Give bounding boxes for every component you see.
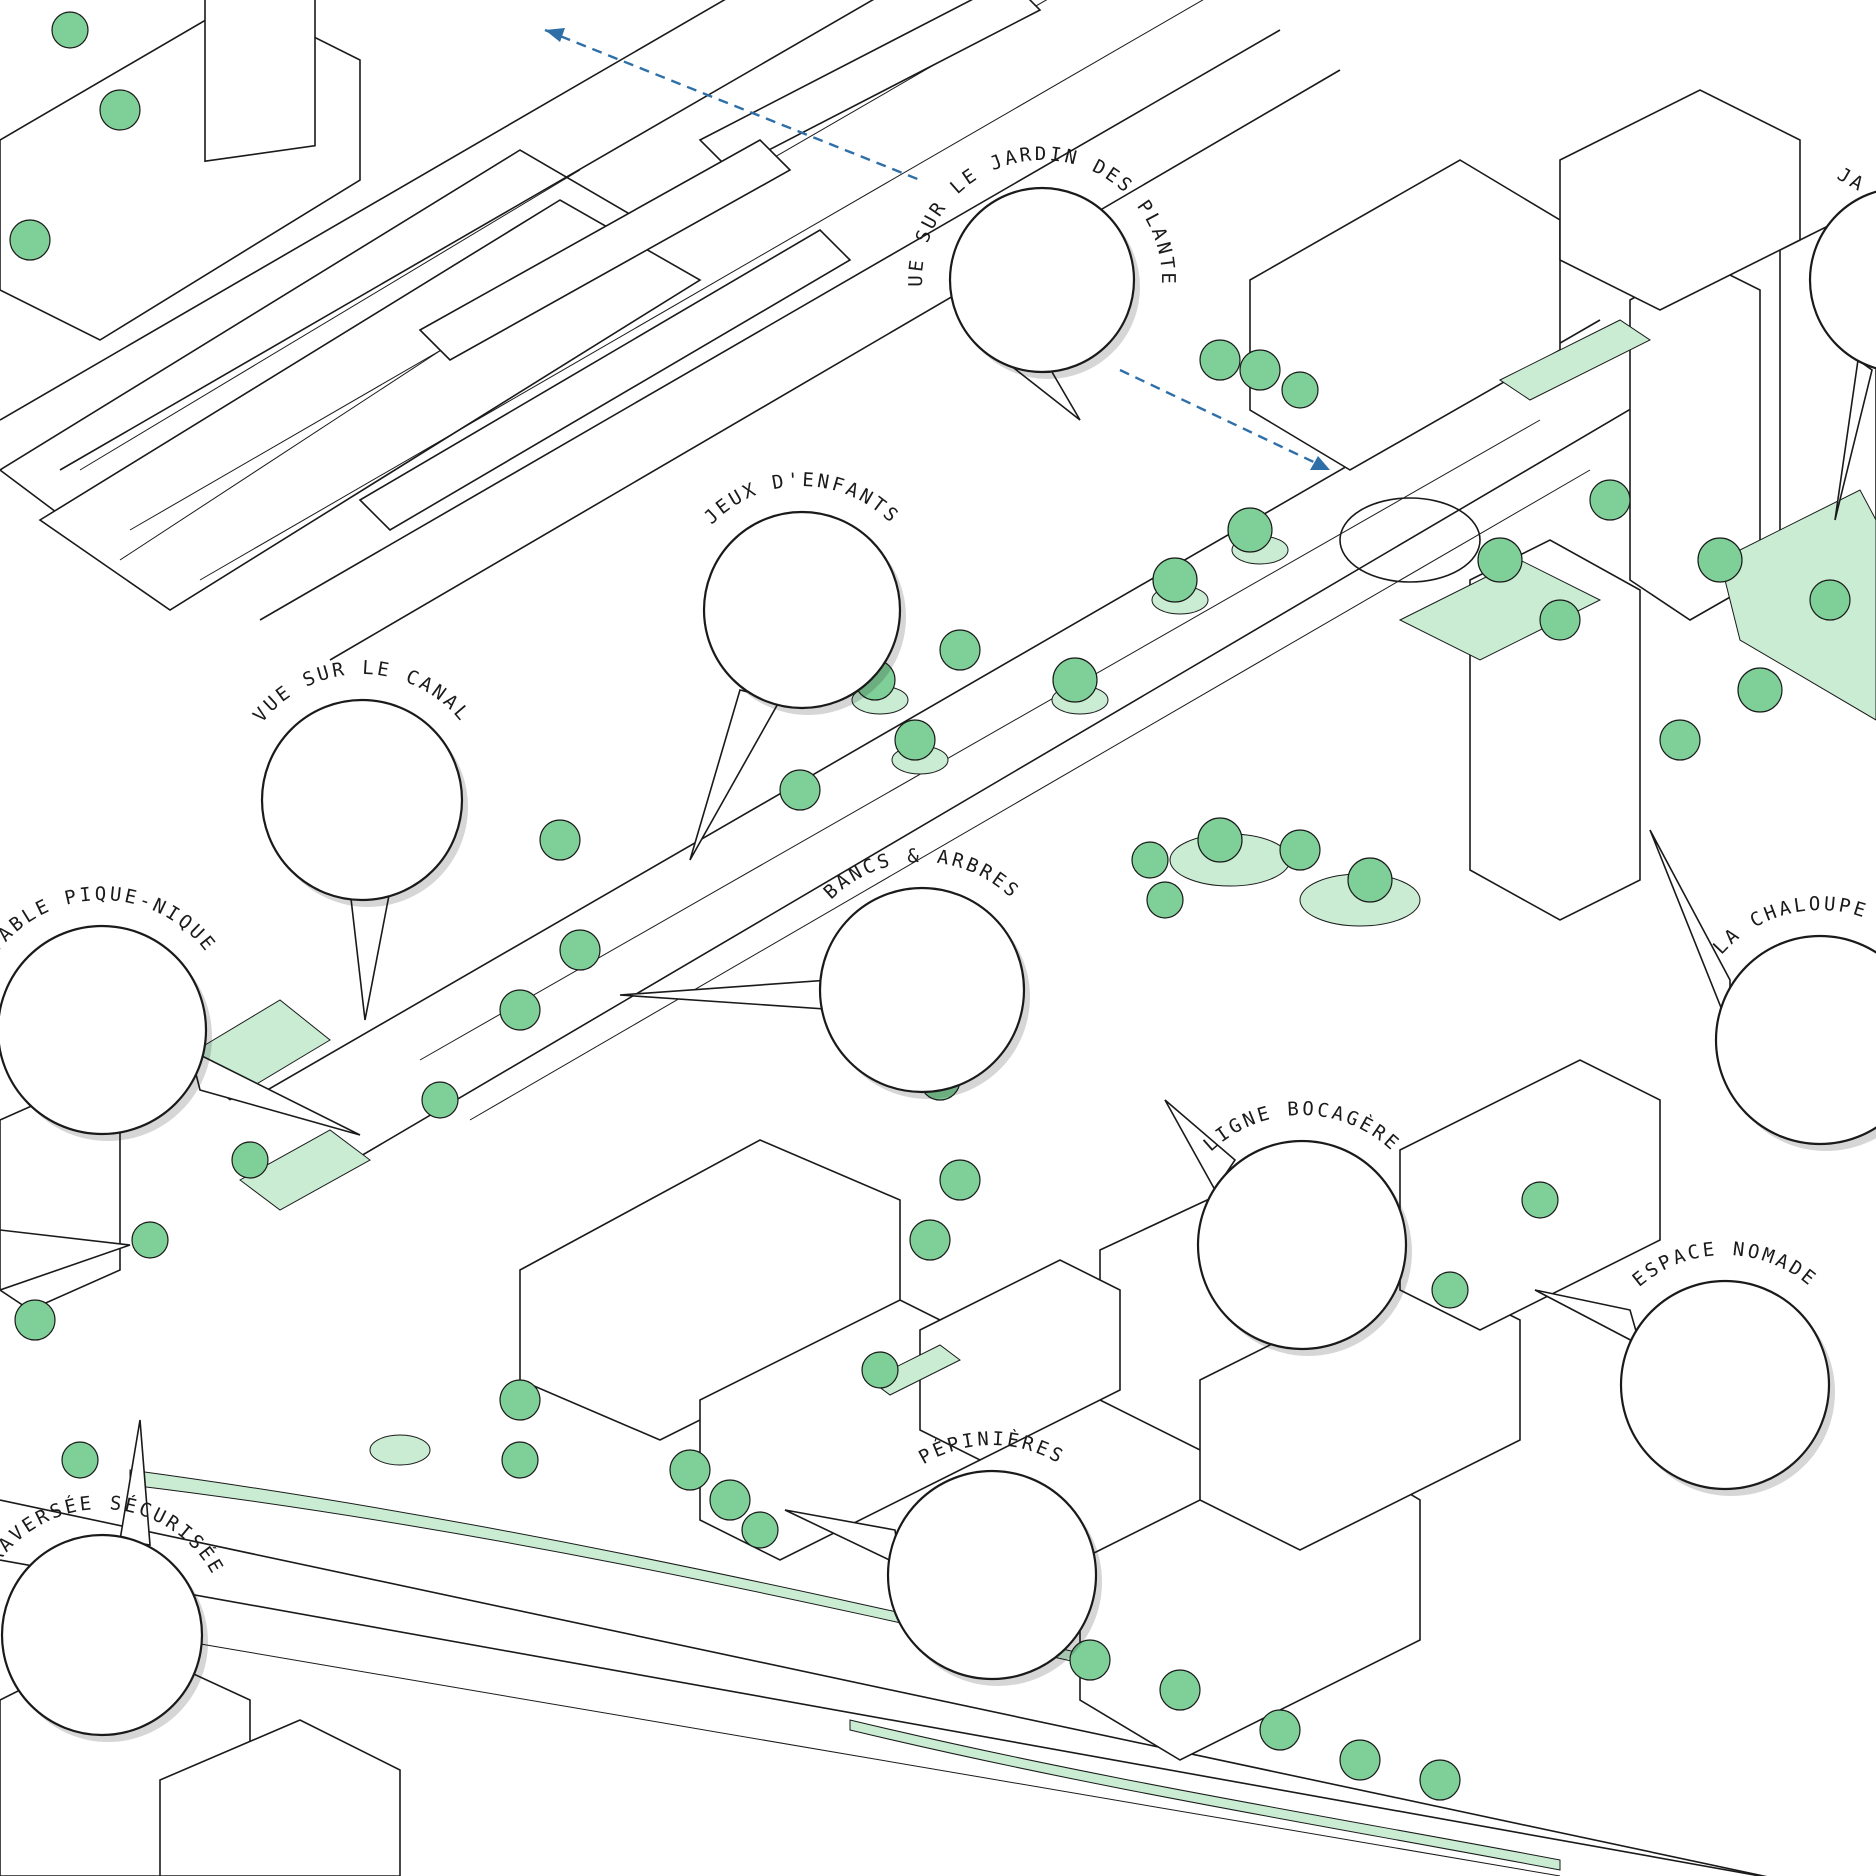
callout-pepinieres[interactable]: PÉPINIÈRES [784,1428,1122,1686]
view-arrow [544,28,1330,470]
railway-station [0,0,702,611]
callout-pointer [1534,1289,1642,1347]
callout-pointer [119,1419,151,1546]
callout-jeux[interactable]: JEUX D'ENFANTS [678,469,926,861]
callout-traversee[interactable]: TRAVERSÉE SÉCURISÉE [0,1419,229,1742]
callout-label: JA [1834,163,1870,196]
callout-pointer [689,689,782,861]
callout-pique[interactable]: TABLE PIQUE-NIQUE [0,883,361,1141]
towers [1249,89,1876,921]
callout-pointer [349,889,391,1021]
callout-left-edge [0,1229,131,1291]
callout-bancs[interactable]: BANCS & ARBRES [619,845,1050,1099]
callout-chaloupe[interactable]: LA CHALOUPE [1649,829,1876,1151]
callout-pointer [1649,829,1731,1031]
callout-canal[interactable]: VUE SUR LE CANAL [236,657,488,1021]
trees [9,11,1851,1801]
callout-nomade[interactable]: ESPACE NOMADE [1534,1238,1855,1496]
left-buildings [0,1079,401,1876]
rail-tracks [0,0,1341,661]
main-boulevard [249,319,1681,1181]
